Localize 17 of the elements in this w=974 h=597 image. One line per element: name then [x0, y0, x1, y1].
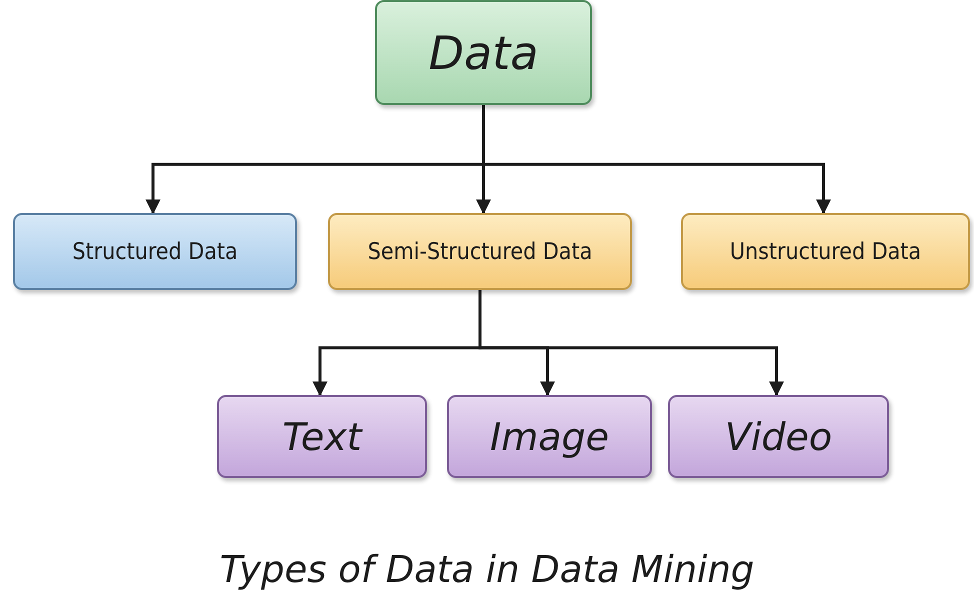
category-box [681, 213, 970, 290]
node-label: Unstructured Data [730, 238, 922, 264]
category-box [13, 213, 297, 290]
connector-arrow [478, 290, 784, 396]
category-box [328, 213, 632, 290]
subtype-box [668, 395, 889, 478]
root-box [375, 0, 592, 105]
subtype-box [447, 395, 652, 478]
subtype-box [217, 395, 427, 478]
caption: Types of Data in Data Mining [220, 548, 754, 591]
node-label: Structured Data [72, 238, 238, 264]
node-label: Data [428, 26, 538, 80]
node-label: Image [490, 414, 609, 458]
node-label: Semi-Structured Data [368, 238, 592, 264]
node-label: Video [724, 414, 832, 458]
node-label: Text [282, 414, 362, 458]
connector-arrow [482, 105, 831, 214]
